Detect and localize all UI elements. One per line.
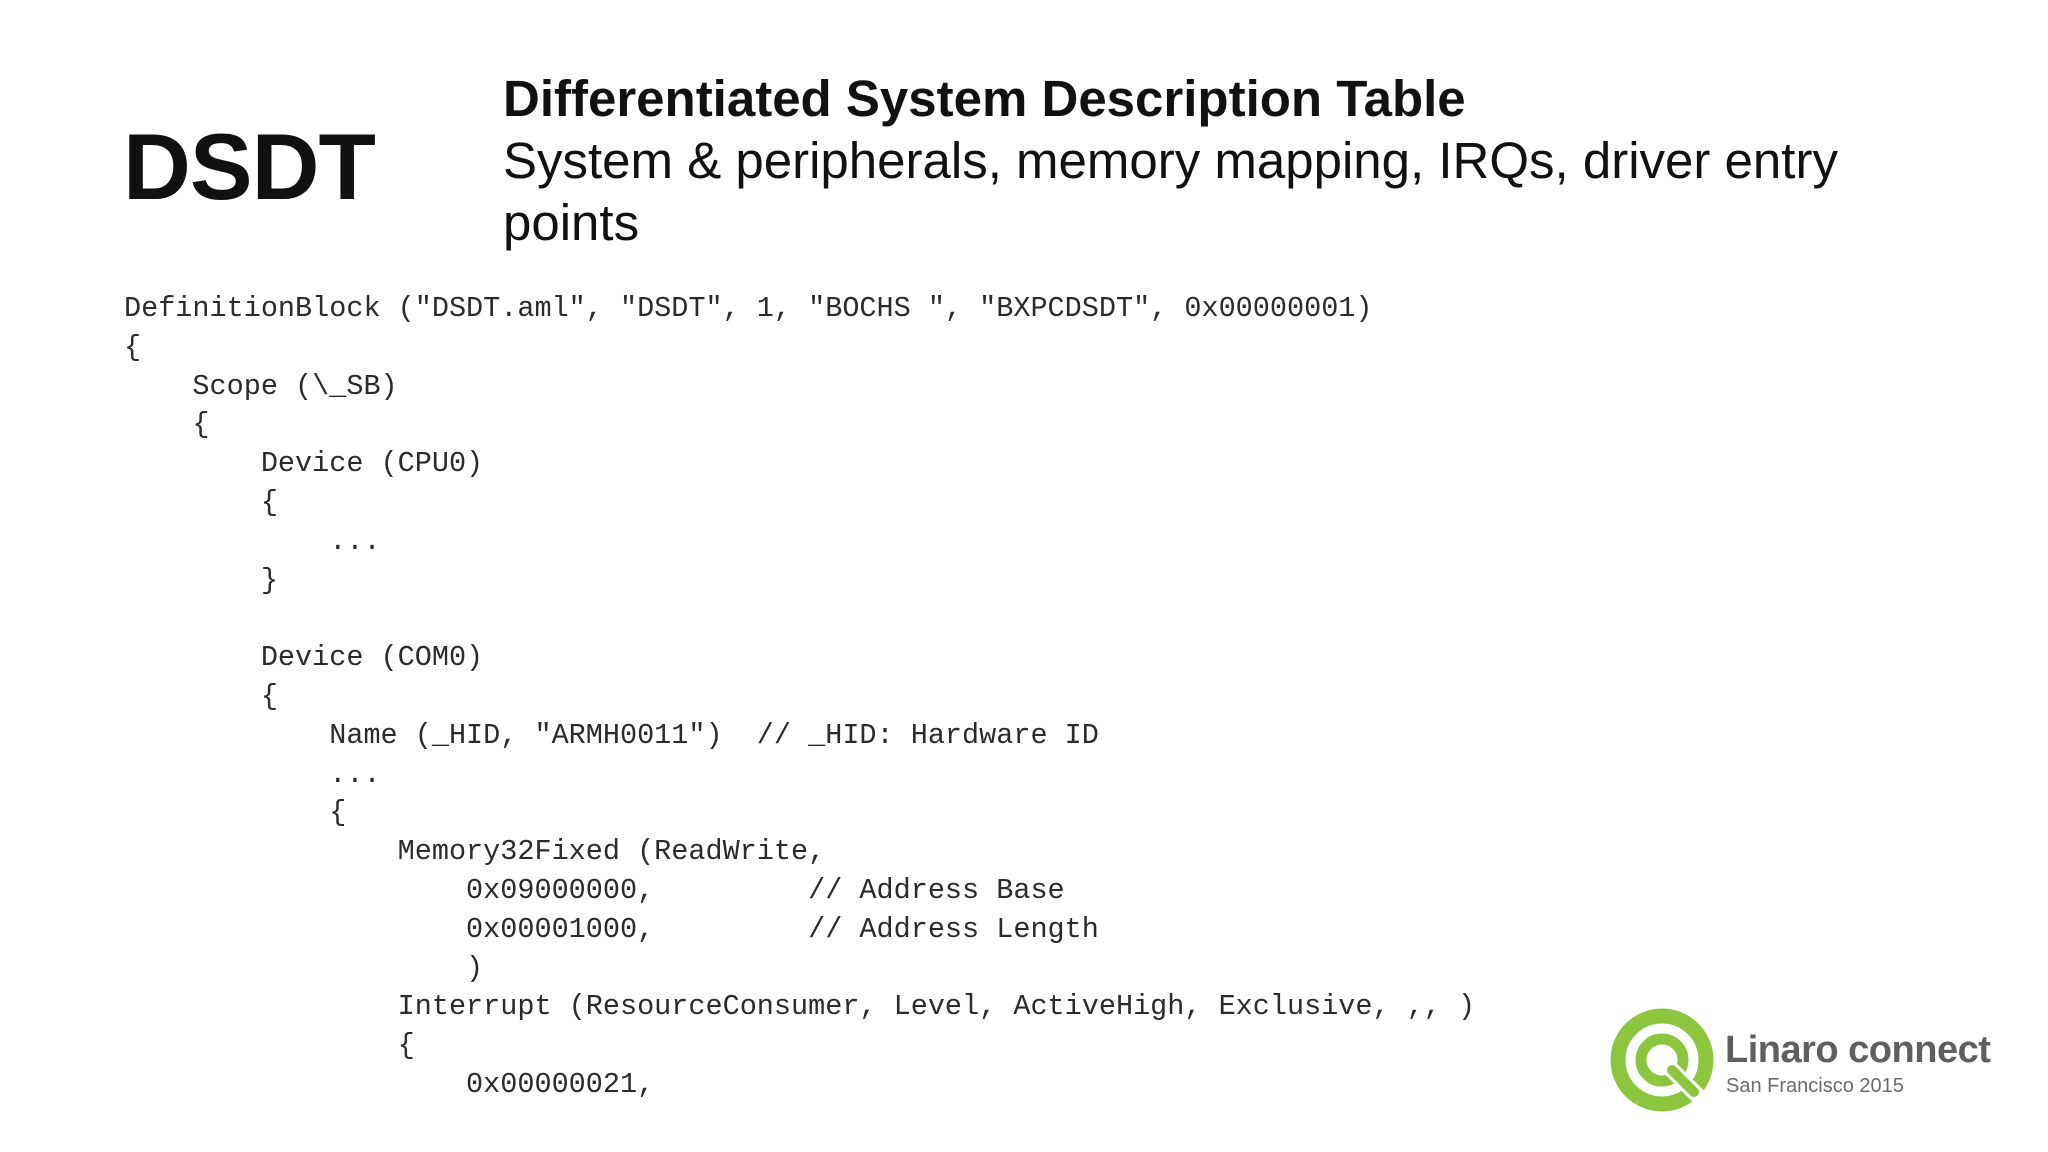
code-line: 0x09000000, // Address Base <box>124 873 1065 907</box>
code-line: Device (CPU0) <box>124 447 484 481</box>
code-line: { <box>124 1029 415 1063</box>
code-line: { <box>124 330 142 364</box>
code-line: } <box>124 563 278 597</box>
code-line: Device (COM0) <box>124 641 484 675</box>
slide-subheading: System & peripherals, memory mapping, IR… <box>503 132 1838 251</box>
code-line: DefinitionBlock ("DSDT.aml", "DSDT", 1, … <box>124 292 1373 325</box>
code-line: 0x00001000, // Address Length <box>124 912 1099 946</box>
code-listing: DefinitionBlock ("DSDT.aml", "DSDT", 1, … <box>124 290 1475 1105</box>
code-line: Memory32Fixed (ReadWrite, <box>124 835 826 869</box>
code-line: ) <box>124 951 484 985</box>
slide-title: DSDT <box>123 114 376 219</box>
code-line: { <box>124 796 347 830</box>
logo-name: Linaro connect <box>1725 1029 1991 1071</box>
code-line: ... <box>124 757 381 791</box>
linaro-connect-logo: Linaro connect San Francisco 2015 <box>1610 1008 2030 1113</box>
code-line <box>124 600 1475 639</box>
code-line: 0x00000021, <box>124 1067 655 1101</box>
code-line: Scope (\_SB) <box>124 369 398 403</box>
code-line: Name (_HID, "ARMH0011") // _HID: Hardwar… <box>124 718 1099 752</box>
code-line: ... <box>124 524 381 558</box>
logo-event: San Francisco 2015 <box>1726 1075 1904 1097</box>
slide-header: Differentiated System Description Table … <box>503 68 1903 254</box>
code-line: { <box>124 679 278 713</box>
linaro-logo-icon <box>1610 1008 1714 1112</box>
code-line: { <box>124 408 210 442</box>
code-line: Interrupt (ResourceConsumer, Level, Acti… <box>124 990 1476 1024</box>
code-line: { <box>124 485 278 519</box>
slide-heading: Differentiated System Description Table <box>503 70 1466 127</box>
